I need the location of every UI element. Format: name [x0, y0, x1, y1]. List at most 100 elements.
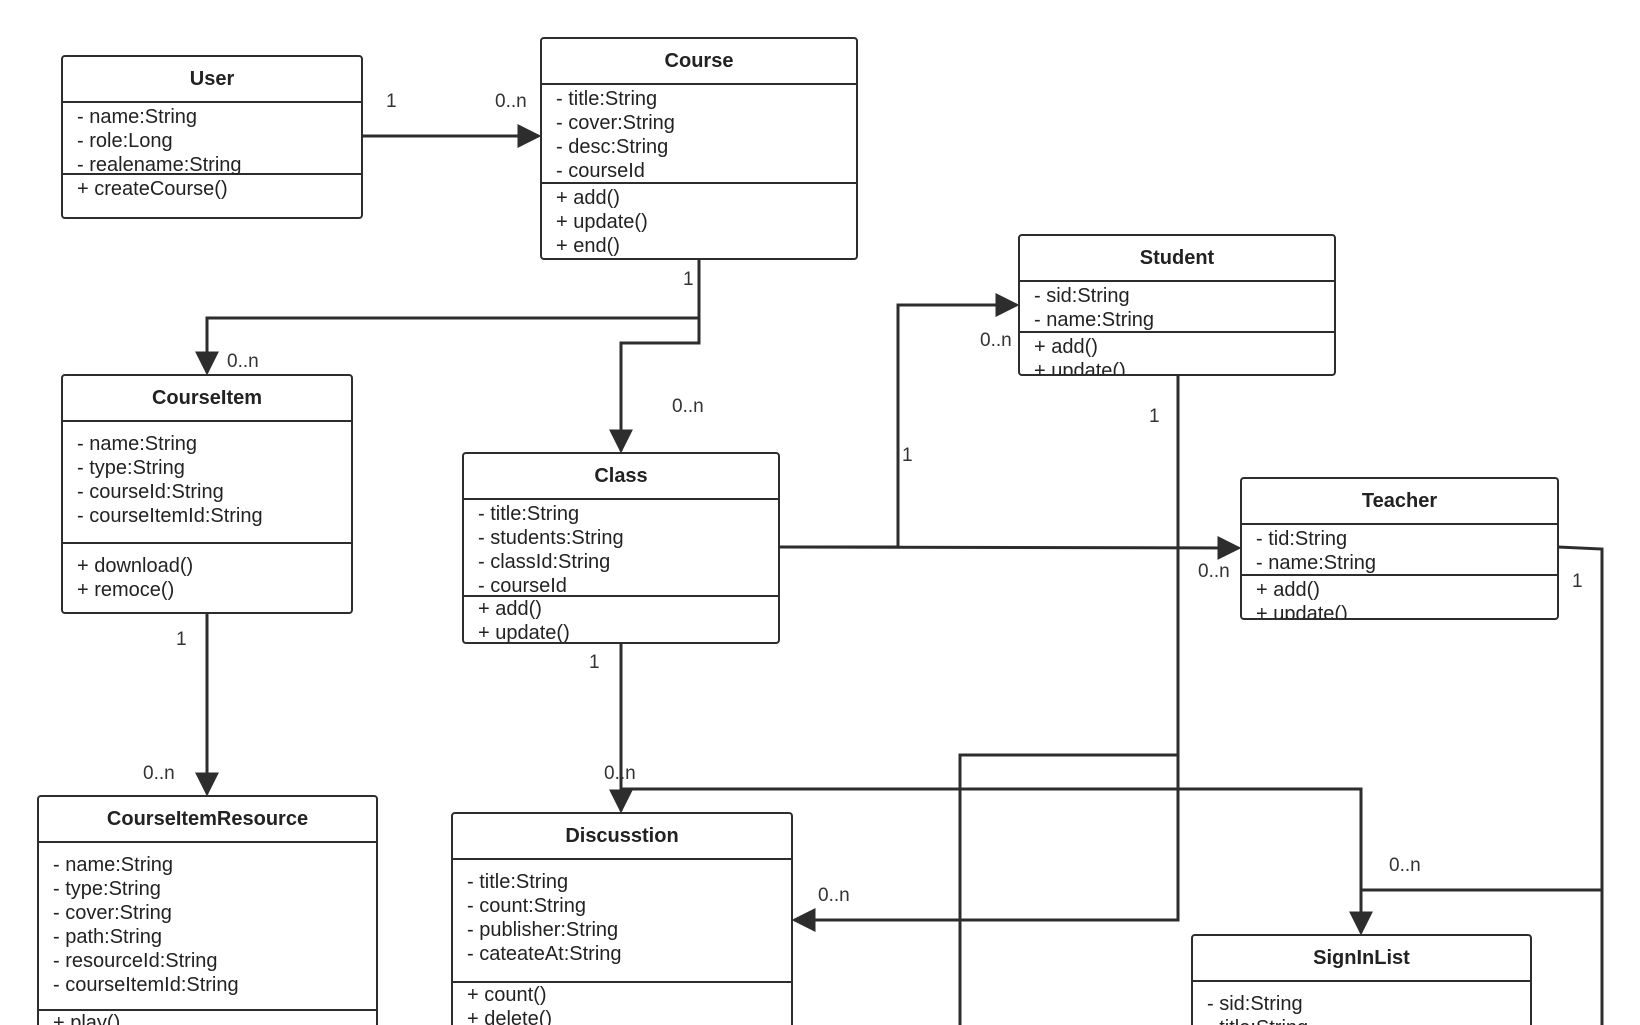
attribute: - tid:String — [1256, 528, 1348, 550]
attribute-section: - title:String - students:String - class… — [464, 500, 778, 597]
class-name: Class — [464, 454, 778, 500]
attribute: - name:String — [53, 854, 174, 876]
attribute: - courseId — [478, 575, 567, 597]
class-name: Student — [1020, 236, 1334, 282]
multiplicity-label: 0..n — [980, 330, 1012, 351]
multiplicity-label: 1 — [176, 629, 187, 650]
attribute: - title:String — [478, 503, 580, 525]
attribute: - count:String — [467, 895, 586, 917]
attribute: - type:String — [53, 878, 161, 900]
method-section: + add() + update() — [464, 597, 778, 644]
method-section: + play() — [39, 1011, 376, 1025]
attribute: - publisher:String — [467, 919, 619, 941]
class-name: User — [63, 57, 361, 103]
multiplicity-label: 0..n — [495, 91, 527, 112]
attribute-section: - tid:String - name:String — [1242, 525, 1557, 576]
class-name: SignInList — [1193, 936, 1530, 982]
attribute: - name:String — [1256, 552, 1377, 574]
multiplicity-label: 1 — [386, 91, 397, 112]
attribute-section: - sid:String - title:String — [1193, 982, 1530, 1025]
attribute: - desc:String — [556, 136, 669, 158]
attribute: - courseId:String — [77, 481, 224, 503]
class-signinlist[interactable]: SignInList - sid:String - title:String — [1191, 934, 1532, 1025]
method-section: + add() + update() — [1020, 333, 1334, 376]
method: + end() — [556, 235, 620, 257]
method: + delete() — [467, 1008, 553, 1025]
class-course[interactable]: Course - title:String - cover:String - d… — [540, 37, 858, 260]
multiplicity-label: 0..n — [143, 763, 175, 784]
multiplicity-label: 1 — [1572, 571, 1583, 592]
method-section: + createCourse() — [63, 175, 361, 201]
method-section: + count() + delete() — [453, 983, 791, 1025]
attribute: - cateateAt:String — [467, 943, 622, 965]
attribute-section: - sid:String - name:String — [1020, 282, 1334, 333]
attribute: - courseItemId:String — [53, 974, 239, 996]
attribute: - sid:String — [1207, 993, 1303, 1015]
attribute: - courseItemId:String — [77, 505, 263, 527]
attribute: - realename:String — [77, 154, 242, 176]
edge-student-branch — [958, 753, 1178, 1025]
multiplicity-label: 1 — [1149, 406, 1160, 427]
class-courseitemresource[interactable]: CourseItemResource - name:String - type:… — [37, 795, 378, 1025]
attribute-section: - name:String - role:Long - realename:St… — [63, 103, 361, 176]
multiplicity-label: 0..n — [1198, 561, 1230, 582]
multiplicity-label: 0..n — [227, 351, 259, 372]
multiplicity-label: 1 — [589, 652, 600, 673]
attribute: - path:String — [53, 926, 162, 948]
method: + add() — [478, 598, 542, 620]
method: + remoce() — [77, 579, 175, 601]
multiplicity-label: 0..n — [1389, 855, 1421, 876]
multiplicity-label: 1 — [902, 445, 913, 466]
method: + download() — [77, 555, 194, 577]
class-name: CourseItem — [63, 376, 351, 422]
multiplicity-label: 1 — [683, 269, 694, 290]
class-user[interactable]: User - name:String - role:Long - realena… — [61, 55, 363, 219]
edge-course-class — [609, 318, 701, 454]
multiplicity-label: 0..n — [818, 885, 850, 906]
class-student[interactable]: Student - sid:String - name:String + add… — [1018, 234, 1336, 376]
attribute-section: - title:String - cover:String - desc:Str… — [542, 85, 856, 184]
attribute: - courseId — [556, 160, 645, 182]
method-section: + add() + update() + end() — [542, 184, 856, 258]
edge-teacher-signin — [1557, 545, 1604, 1025]
attribute: - classId:String — [478, 551, 611, 573]
multiplicity-label: 0..n — [604, 763, 636, 784]
attribute: - type:String — [77, 457, 185, 479]
attribute-section: - title:String - count:String - publishe… — [453, 860, 791, 983]
attribute-section: - name:String - type:String - courseId:S… — [63, 422, 351, 544]
method: + update() — [1256, 603, 1348, 620]
method: + update() — [478, 622, 570, 644]
attribute: - sid:String — [1034, 285, 1130, 307]
class-name: CourseItemResource — [39, 797, 376, 843]
method: + update() — [556, 211, 648, 233]
method-section: + download() + remoce() — [63, 544, 351, 602]
attribute: - name:String — [77, 106, 198, 128]
attribute: - title:String — [1207, 1016, 1530, 1025]
class-name: Discusstion — [453, 814, 791, 860]
class-teacher[interactable]: Teacher - tid:String - name:String + add… — [1240, 477, 1559, 620]
attribute: - title:String — [556, 88, 658, 110]
class-courseitem[interactable]: CourseItem - name:String - type:String -… — [61, 374, 353, 614]
attribute: - name:String — [1034, 309, 1155, 331]
class-name: Teacher — [1242, 479, 1557, 525]
class-discussion[interactable]: Discusstion - title:String - count:Strin… — [451, 812, 793, 1025]
method: + add() — [1034, 336, 1098, 358]
attribute: - cover:String — [556, 112, 675, 134]
method: + add() — [1256, 579, 1320, 601]
attribute: - title:String — [467, 871, 569, 893]
multiplicity-label: 0..n — [672, 396, 704, 417]
attribute: - name:String — [77, 433, 198, 455]
method: + createCourse() — [77, 178, 228, 200]
attribute: - students:String — [478, 527, 624, 549]
method-section: + add() + update() — [1242, 576, 1557, 620]
method: + add() — [556, 187, 620, 209]
method: + update() — [1034, 360, 1126, 376]
edge-class-teacher — [779, 535, 1242, 560]
attribute: - resourceId:String — [53, 950, 218, 972]
attribute: - role:Long — [77, 130, 173, 152]
edge-student-discussion — [791, 375, 1180, 932]
class-class[interactable]: Class - title:String - students:String -… — [462, 452, 780, 644]
attribute: - cover:String — [53, 902, 172, 924]
class-name: Course — [542, 39, 856, 85]
